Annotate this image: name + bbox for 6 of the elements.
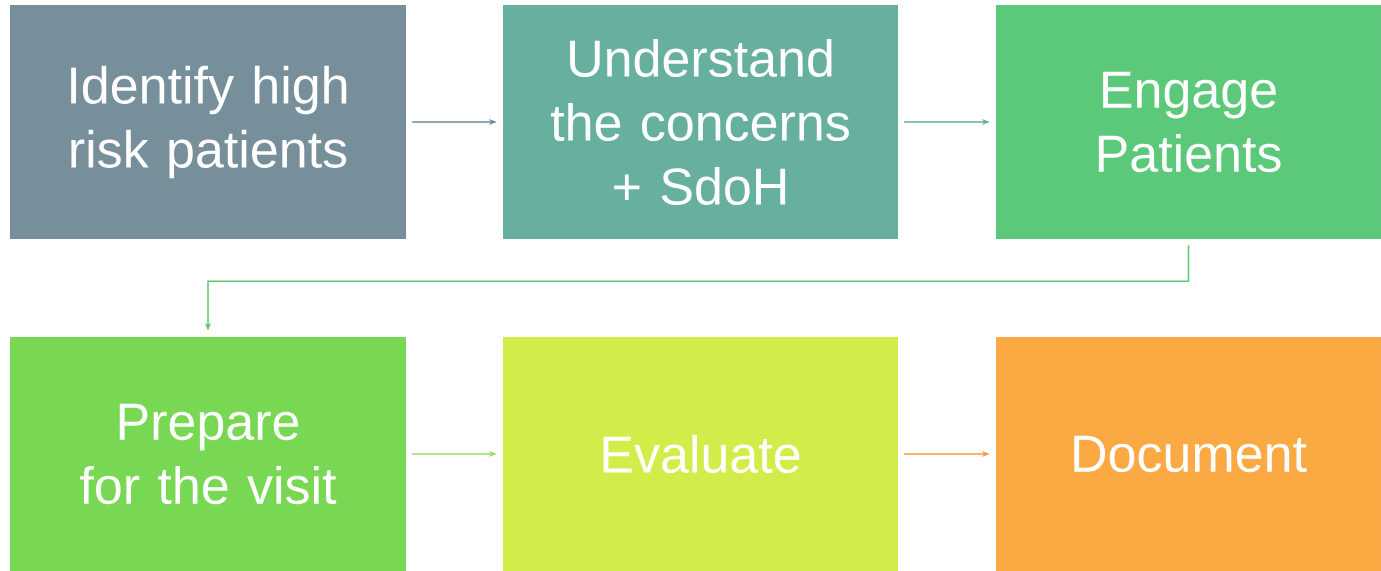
- process-box: Engage Patients: [996, 5, 1381, 239]
- process-box: Identify high risk patients: [10, 5, 406, 239]
- process-box: Prepare for the visit: [10, 337, 406, 571]
- process-box: Evaluate: [503, 337, 898, 571]
- process-box: Understand the concerns + SdoH: [503, 5, 898, 239]
- process-box: Document: [996, 337, 1381, 571]
